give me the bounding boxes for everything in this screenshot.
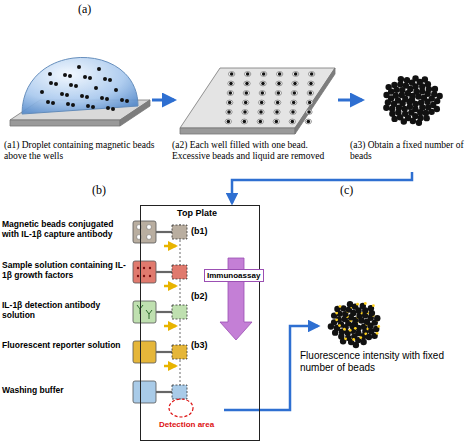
caption: Fluorescence intensity with fixed number… <box>300 350 468 373</box>
bead-dots <box>40 65 129 111</box>
step-label: (b3) <box>191 340 215 350</box>
caption: Washing buffer <box>2 386 129 396</box>
panel-label: (b) <box>92 184 122 198</box>
top-plate-box: Top PlateImmunoassayDetection area <box>140 205 260 441</box>
caption: Sample solution containing IL-1β growth … <box>2 261 129 281</box>
step-label: (b1) <box>191 226 215 236</box>
caption: (a2) Each well filled with one bead. Exc… <box>172 140 344 162</box>
caption: Magnetic beads conjugated with IL-1β cap… <box>2 220 129 240</box>
droplet <box>22 57 138 114</box>
fluorescent-bead-cluster <box>328 301 381 348</box>
caption: (a3) Obtain a fixed number of beads <box>350 140 470 162</box>
chamber-column <box>133 221 187 403</box>
flow-arrow <box>338 99 362 102</box>
process-label: Immunoassay <box>205 270 263 281</box>
area-label: Detection area <box>159 420 223 429</box>
well-grid <box>225 72 315 124</box>
flow-arrow <box>232 172 412 203</box>
box-title: Top Plate <box>141 206 259 218</box>
caption: Fluorescent reporter solution <box>2 341 129 351</box>
step-label: (b2) <box>191 291 215 301</box>
chip-tile <box>180 68 335 134</box>
caption: IL-1β detection antibody solution <box>2 301 129 321</box>
panel-label: (c) <box>340 184 370 198</box>
caption: (a1) Droplet containing magnetic beads a… <box>4 140 164 162</box>
flow-arrow <box>152 99 174 102</box>
detection-area: Detection area <box>159 396 223 434</box>
bead-cluster <box>383 75 443 126</box>
process-label-box: Immunoassay <box>204 269 264 282</box>
panel-label: (a) <box>78 3 108 17</box>
